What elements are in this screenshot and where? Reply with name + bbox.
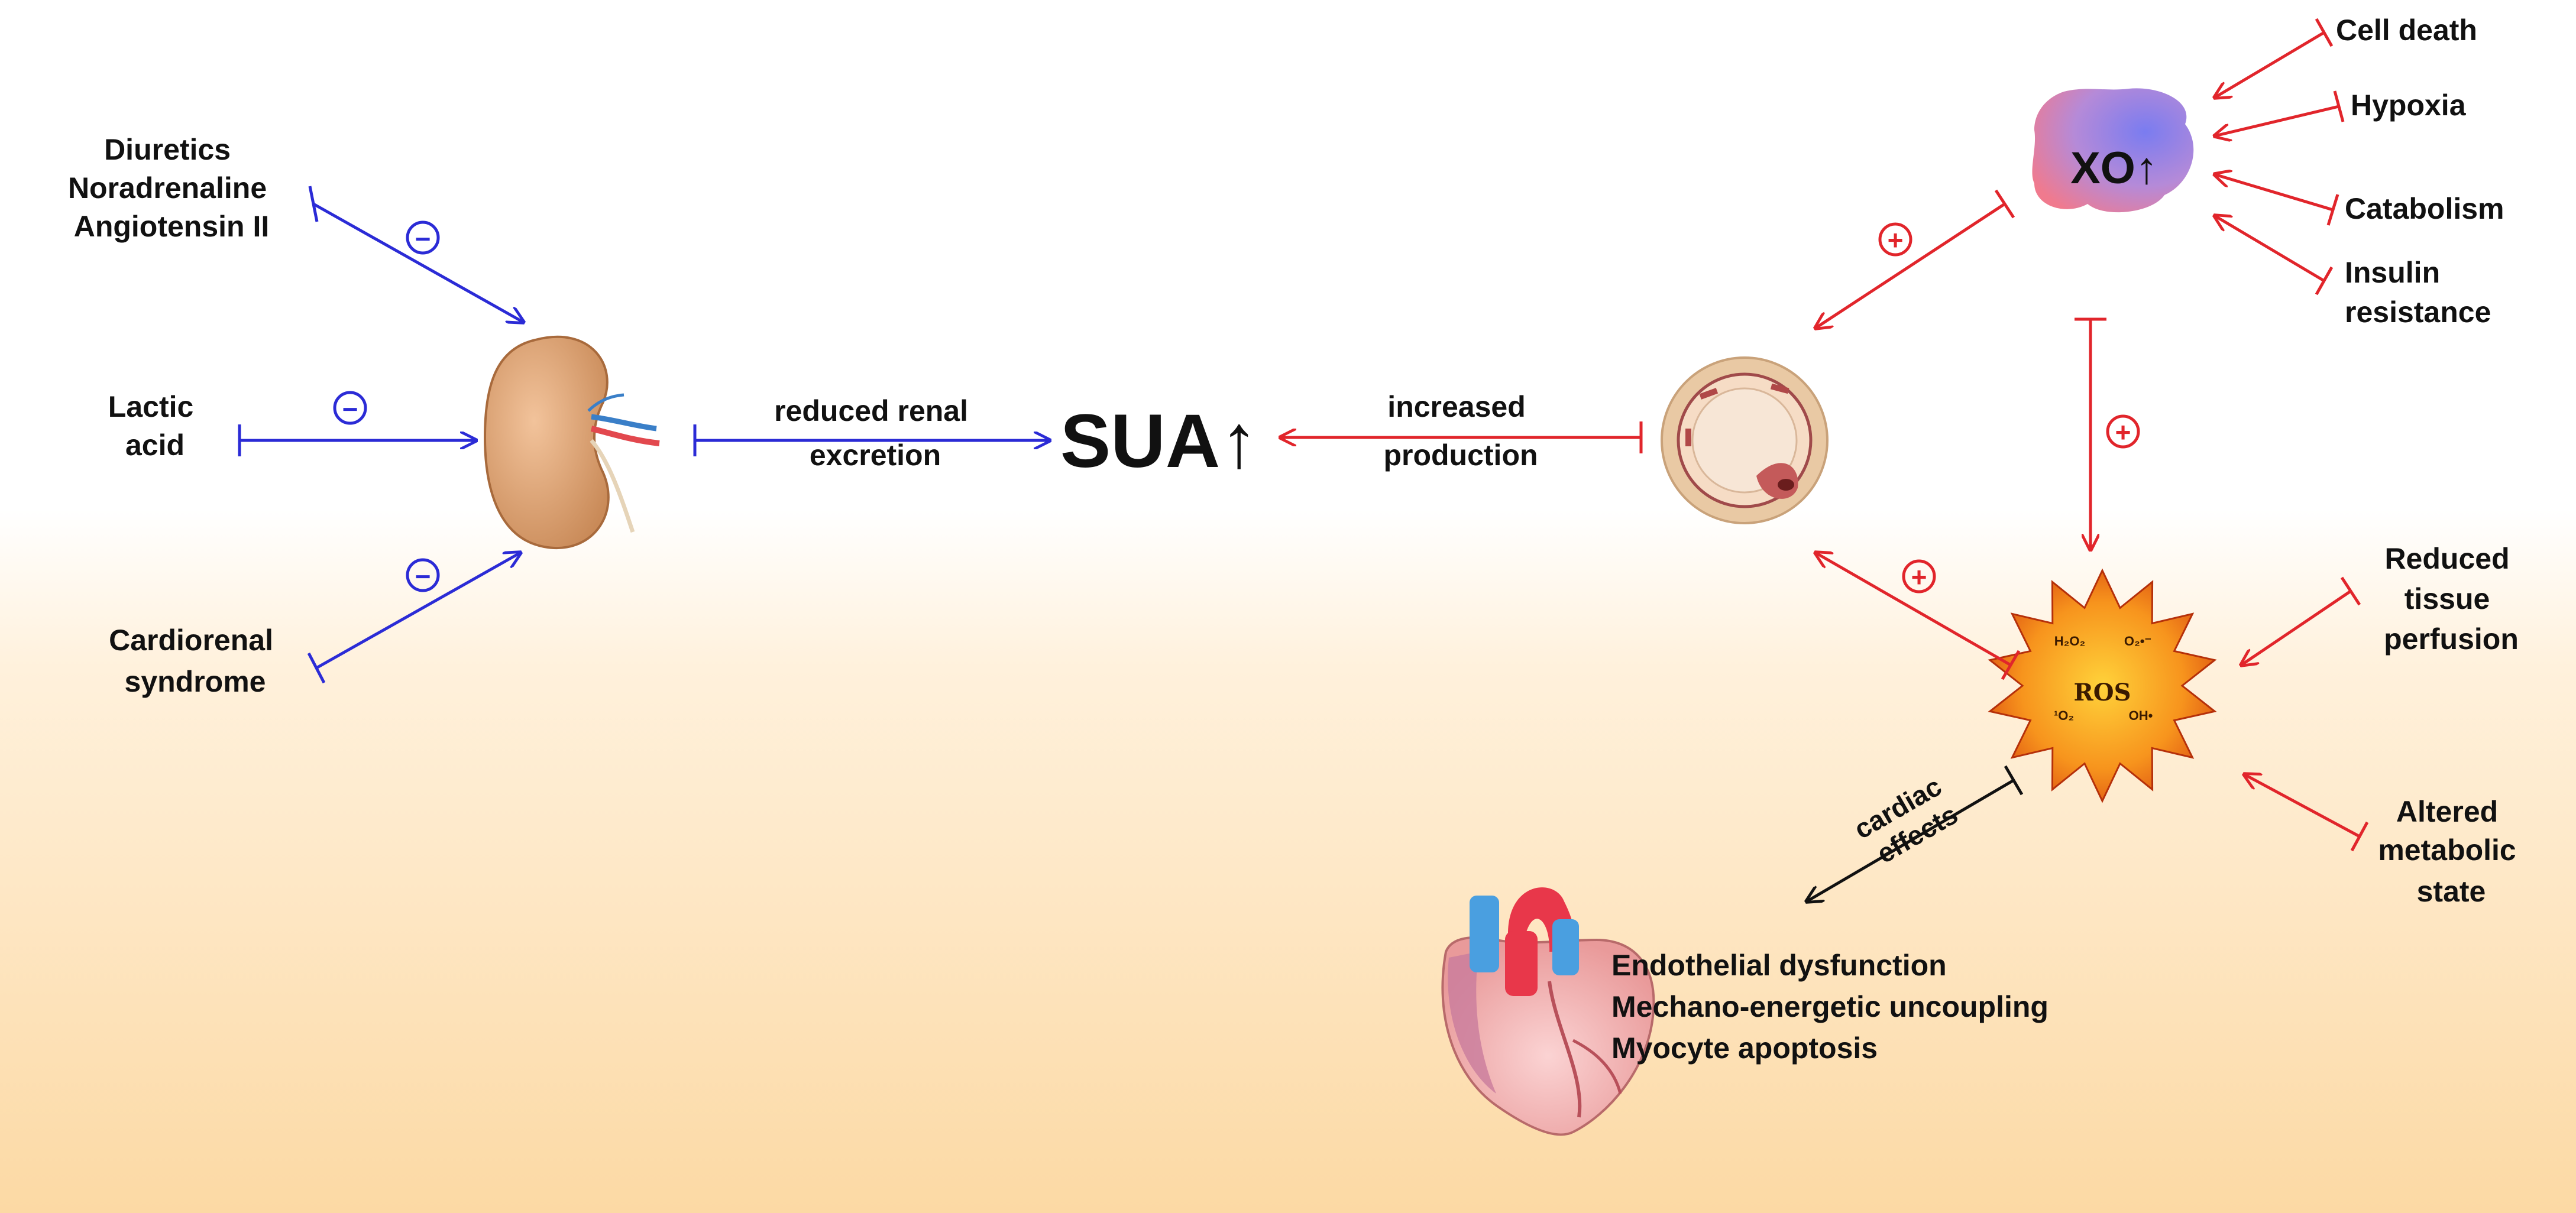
inhibit-arrow-3-bar [307, 652, 326, 684]
xo-input-hypoxia: Hypoxia [2351, 89, 2467, 122]
plus-sign-3: + [1902, 559, 1936, 593]
ros-input-arrow-1 [2241, 589, 2352, 665]
xo-input-arrow-2-bar [2333, 90, 2345, 122]
ros-input-arrow-2-bar [2350, 821, 2369, 852]
svg-text:−: − [342, 394, 358, 424]
sua-label: SUA↑ [1060, 399, 1258, 484]
left-input-2-label: Lactic acid [108, 390, 202, 462]
inhibit-arrow-3 [315, 553, 520, 670]
xo-label: XO↑ [2070, 143, 2158, 193]
xo-input-arrow-4-bar [2315, 266, 2334, 296]
xo-input-cell-death: Cell death [2336, 14, 2477, 47]
xo-inputs: Cell death Hypoxia Catabolism Insulin re… [2215, 14, 2504, 329]
xo-to-vessel: + [1816, 189, 2015, 328]
cardiac-outcome-2: Mechano-energetic uncoupling [1611, 990, 2048, 1023]
xo-input-arrow-3-bar [2326, 194, 2339, 226]
ros-input-perfusion: Reduced tissue perfusion [2384, 542, 2519, 656]
ros-input-arrow-2 [2244, 774, 2361, 838]
ros-label: ROS [2074, 679, 2131, 706]
xo-input-insulin-resistance: Insulin resistance [2345, 256, 2491, 329]
ros-inputs: Reduced tissue perfusion Altered metabol… [2241, 542, 2524, 908]
xo-to-vessel-arrow [1816, 202, 2006, 328]
ros-species-3: ¹O₂ [2054, 708, 2074, 723]
svg-text:+: + [1911, 562, 1927, 592]
xo-input-arrow-3 [2215, 174, 2334, 212]
xo-input-arrow-4 [2215, 216, 2325, 283]
ros-star-shape [1988, 568, 2217, 803]
renal-excretion-label: reduced renal excretion [774, 394, 976, 472]
xo-to-vessel-arrow-bar [1994, 189, 2015, 219]
svg-text:−: − [415, 223, 431, 254]
production-label: increased production [1383, 390, 1538, 472]
ros-to-vessel-arrow-bar [2001, 650, 2021, 680]
renal-excretion-path: reduced renal excretion [693, 394, 1050, 472]
cardiac-outcome-1: Endothelial dysfunction [1611, 949, 1947, 982]
xo-to-ros: + [2075, 317, 2140, 550]
blood-vessel-icon [1661, 356, 1829, 524]
xo-input-arrow-2 [2215, 105, 2339, 136]
plus-sign-2: + [2106, 414, 2140, 449]
heart-icon [1441, 887, 1655, 1136]
left-input-3-label: Cardiorenal syndrome [109, 624, 281, 698]
ros-species-1: H₂O₂ [2054, 634, 2086, 648]
svg-text:+: + [2115, 417, 2131, 447]
cardiac-outcomes: Endothelial dysfunction Mechano-energeti… [1611, 949, 2057, 1065]
xo-input-catabolism: Catabolism [2345, 192, 2504, 225]
svg-text:+: + [1888, 225, 1904, 255]
ros-to-vessel: + [1816, 553, 2021, 680]
inhibit-arrow-1 [312, 202, 523, 322]
xo-cloud: XO↑ [2032, 88, 2194, 213]
ros-species-2: O₂•⁻ [2124, 634, 2151, 648]
ros-species-4: OH• [2129, 708, 2153, 723]
xo-input-arrow-1-bar [2315, 18, 2334, 47]
cardiac-effects-arrow [1807, 779, 2015, 901]
plus-sign-1: + [1878, 222, 1912, 257]
left-inputs: Diuretics Noradrenaline Angiotensin II L… [68, 133, 523, 698]
kidney-icon [483, 335, 660, 549]
cardiac-effects-arrow-bar [2004, 765, 2024, 796]
svg-text:−: − [415, 561, 431, 592]
ros-burst: ROS H₂O₂ O₂•⁻ ¹O₂ OH• [1988, 568, 2217, 803]
minus-sign-2: − [333, 391, 367, 425]
minus-sign-1: − [406, 220, 440, 255]
ros-input-metabolic: Altered metabolic state [2378, 795, 2524, 908]
ros-input-arrow-1-bar [2340, 576, 2361, 606]
left-input-1-label: Diuretics Noradrenaline Angiotensin II [68, 133, 275, 243]
minus-sign-3: − [406, 558, 440, 592]
production-path: increased production [1280, 390, 1643, 472]
ros-to-vessel-arrow [1816, 553, 2012, 667]
inhibit-arrow-1-bar [308, 186, 319, 222]
cardiac-outcome-3: Myocyte apoptosis [1611, 1032, 1878, 1065]
xo-input-arrow-1 [2215, 31, 2325, 98]
